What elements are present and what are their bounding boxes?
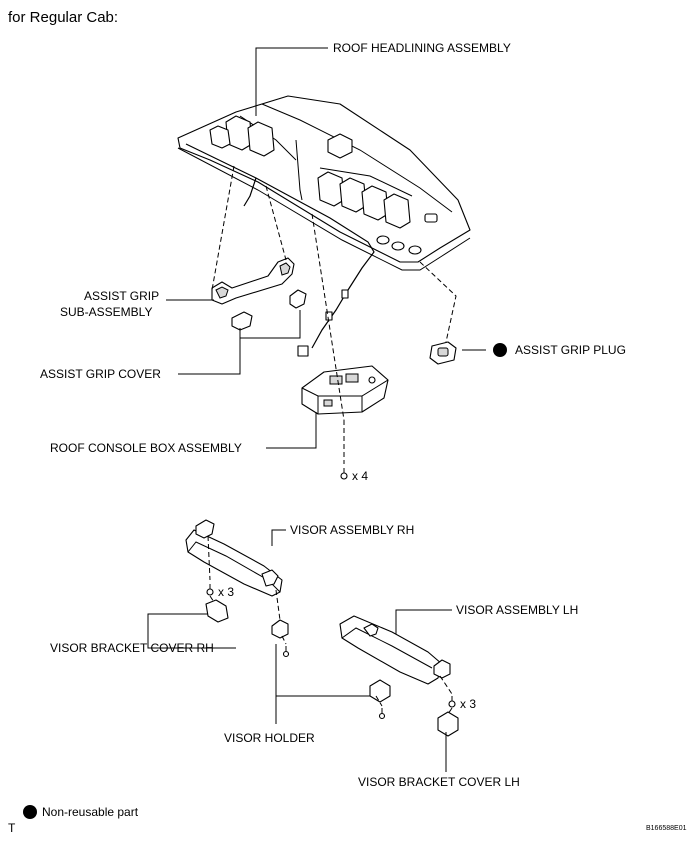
label-visor-bracket-cover-rh: VISOR BRACKET COVER RH: [50, 641, 214, 655]
console-screw-icon: [340, 468, 348, 480]
figure-code: B166588E01: [646, 825, 687, 832]
label-visor-assembly-rh: VISOR ASSEMBLY RH: [290, 523, 414, 537]
page-title: for Regular Cab:: [8, 9, 118, 26]
footer-left-mark: T: [8, 821, 16, 835]
label-assist-grip-cover: ASSIST GRIP COVER: [40, 367, 161, 381]
assist-grip-plug: [429, 341, 457, 365]
label-roof-headlining-assembly: ROOF HEADLINING ASSEMBLY: [333, 41, 511, 55]
label-screw-qty-lh: x 3: [460, 697, 476, 711]
roof-headlining-assembly: [177, 95, 471, 357]
legend-non-reusable: Non-reusable part: [42, 805, 139, 819]
leader-lines: [147, 47, 486, 772]
label-visor-assembly-lh: VISOR ASSEMBLY LH: [456, 603, 578, 617]
assembly-guide-lines: [207, 165, 457, 715]
label-screw-qty-console: x 4: [352, 469, 368, 483]
visor-assembly-lh: [339, 615, 459, 737]
roof-console-box-assembly: [301, 365, 389, 415]
label-assist-grip-line2: SUB-ASSEMBLY: [60, 305, 152, 319]
label-screw-qty-rh: x 3: [218, 585, 234, 599]
legend-dot-icon: [23, 805, 37, 819]
label-visor-bracket-cover-lh: VISOR BRACKET COVER LH: [358, 775, 520, 789]
label-assist-grip-line1: ASSIST GRIP: [84, 289, 159, 303]
non-reusable-dot-icon: [493, 343, 507, 357]
label-visor-holder: VISOR HOLDER: [224, 731, 315, 745]
label-roof-console-box-assembly: ROOF CONSOLE BOX ASSEMBLY: [50, 441, 242, 455]
label-assist-grip-plug: ASSIST GRIP PLUG: [515, 343, 626, 357]
assist-grip-sub-assembly: [211, 257, 307, 331]
visor-assembly-rh: [185, 519, 289, 639]
rh-screw-icon: [206, 584, 290, 658]
lh-screw-icon: [378, 696, 456, 720]
